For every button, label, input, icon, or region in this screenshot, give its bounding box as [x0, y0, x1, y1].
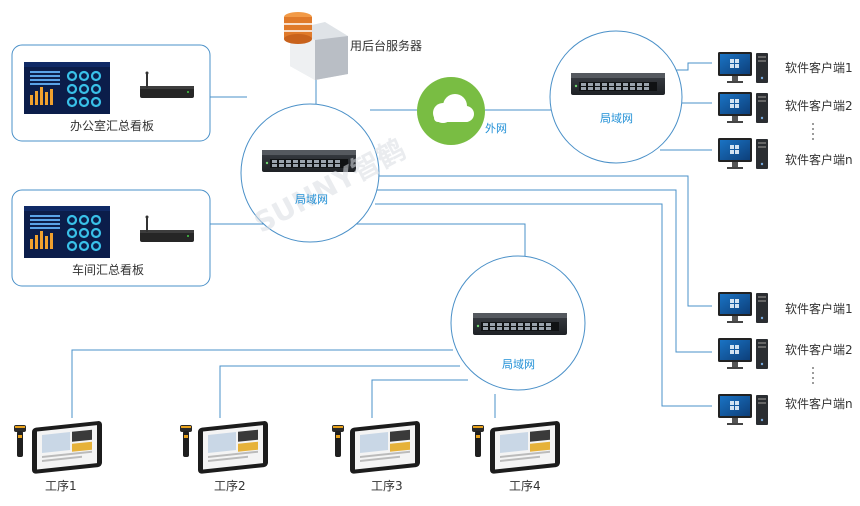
- station-1-label: 工序1: [45, 478, 77, 493]
- remote-switch-icon: [571, 73, 665, 95]
- station-3-label: 工序3: [371, 478, 403, 493]
- remote-client-2-icon: [718, 92, 768, 123]
- station-4-label: 工序4: [509, 478, 541, 493]
- local-client-1-label: 软件客户端1: [785, 301, 853, 316]
- station-4-tablet-icon: [490, 420, 560, 474]
- wan-label: 外网: [485, 122, 507, 135]
- local-client-1-icon: [718, 292, 768, 323]
- workshop-dashboard-screen: [22, 204, 112, 260]
- local-ellipsis: [812, 367, 814, 384]
- station-4-scanner-icon: [472, 425, 484, 457]
- station-2-scanner-icon: [180, 425, 192, 457]
- office-dashboard-screen: [22, 60, 112, 116]
- station-3-scanner-icon: [332, 425, 344, 457]
- cloud-icon: [417, 77, 485, 145]
- remote-lan-label: 局域网: [600, 112, 633, 125]
- local-client-n-label: 软件客户端n: [785, 396, 853, 411]
- floor-switch-icon: [473, 313, 567, 335]
- local-client-2-label: 软件客户端2: [785, 342, 853, 357]
- server-label: 用后台服务器: [350, 38, 422, 53]
- server-icon: [284, 12, 348, 80]
- local-client-2-icon: [718, 338, 768, 369]
- workshop-board-label: 车间汇总看板: [72, 262, 144, 277]
- station-1-scanner-icon: [14, 425, 26, 457]
- station-2-label: 工序2: [214, 478, 246, 493]
- station-2-tablet-icon: [198, 420, 268, 474]
- remote-ellipsis: [812, 123, 814, 140]
- station-1-tablet-icon: [32, 420, 102, 474]
- remote-client-1-label: 软件客户端1: [785, 60, 853, 75]
- main-lan-circle: [240, 103, 380, 243]
- remote-client-n-label: 软件客户端n: [785, 152, 853, 167]
- remote-lan-circle: [549, 30, 683, 164]
- remote-client-1-icon: [718, 52, 768, 83]
- main-lan-label: 局域网: [295, 193, 328, 206]
- station-3-tablet-icon: [350, 420, 420, 474]
- floor-lan-label: 局域网: [502, 358, 535, 371]
- remote-client-n-icon: [718, 138, 768, 169]
- remote-client-2-label: 软件客户端2: [785, 98, 853, 113]
- local-client-n-icon: [718, 394, 768, 425]
- office-board-label: 办公室汇总看板: [70, 118, 154, 133]
